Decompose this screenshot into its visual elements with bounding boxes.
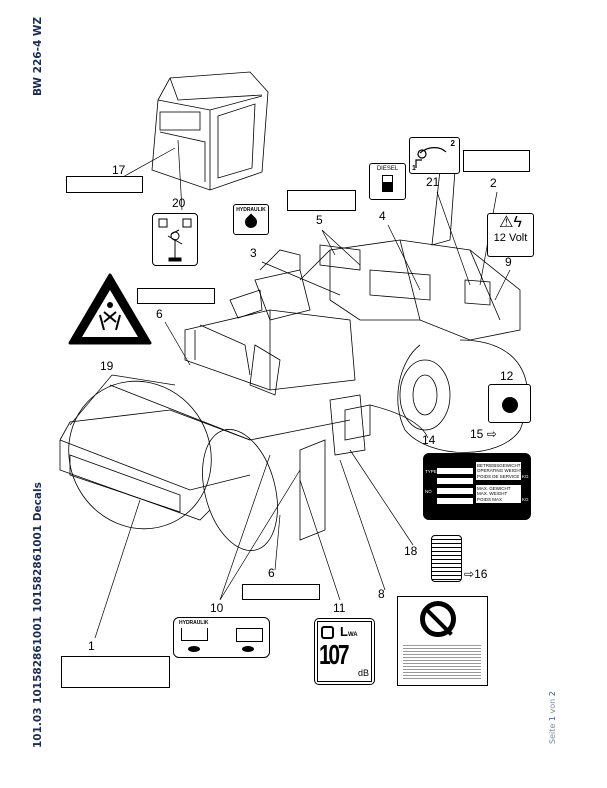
arrow-right-icon: ⇨ (486, 427, 497, 441)
lever-step-1: 1 (412, 165, 416, 172)
max-weight-line: MAX. WEIGHT (477, 491, 508, 496)
decal-hydraulik-tank: HYDRAULIK (173, 617, 270, 658)
callout-16-number: 16 (474, 567, 488, 581)
max-weight-line: MAX. GEWICHT (477, 485, 511, 491)
decal-18 (431, 535, 462, 582)
max-weight-line: POIDS MAX (477, 496, 503, 502)
callout-12: 12 (500, 369, 514, 383)
weight-line: BETRIEBSGEWICHT (477, 462, 521, 468)
weight-line: OPERATING WEIGHT (477, 468, 523, 473)
callout-20: 20 (172, 196, 186, 210)
kg-unit: KG (522, 474, 529, 479)
lever-icon (415, 147, 447, 168)
hydraulik-label: HYDRAULIK (236, 207, 266, 213)
decal-diesel: DIESEL (369, 163, 406, 200)
decal-sound-level: LWA 107 dB (314, 618, 375, 685)
callout-18: 18 (404, 544, 418, 558)
decal-12-volt: ⚠ϟ 12 Volt (487, 213, 534, 257)
tank-full-icon (236, 628, 263, 642)
sound-unit: dB (357, 668, 369, 678)
label-box (137, 288, 215, 304)
arrow-right-icon: ⇨ (464, 567, 475, 581)
label-box (66, 176, 143, 193)
callout-1: 1 (88, 639, 95, 653)
leader-lines (69, 139, 511, 639)
callout-17: 17 (112, 163, 126, 177)
speaker-icon (321, 626, 334, 639)
type-plate: TYPE NO BETRIEBSGEWICHT OPERATING WEIGHT… (423, 453, 531, 520)
sound-symbol: LWA (340, 625, 358, 642)
decal-lever: 2 1 (409, 137, 460, 174)
callout-8: 8 (378, 587, 385, 601)
decal-safety-instructions (397, 596, 488, 686)
callout-6: 6 (156, 307, 163, 321)
no-label: NO (425, 489, 432, 494)
callout-9: 9 (505, 255, 512, 269)
label-box (242, 584, 320, 600)
electric-warning-icon: ⚠ϟ (499, 214, 522, 231)
callout-21: 21 (426, 175, 440, 189)
callout-2: 2 (490, 176, 497, 190)
lever-step-2: 2 (450, 139, 455, 148)
kg-unit: KG (522, 497, 529, 502)
volt-label: 12 Volt (493, 232, 528, 244)
type-label: TYPE (425, 469, 437, 474)
diesel-label: DIESEL (376, 166, 399, 172)
instruction-text-block (403, 643, 481, 679)
callout-15: 15 ⇨ (470, 428, 497, 440)
decal-oil-level (488, 384, 531, 423)
callout-5: 5 (316, 213, 323, 227)
callout-10: 10 (210, 601, 224, 615)
max-weight-box: MAX. GEWICHT MAX. WEIGHT POIDS MAX (476, 485, 521, 503)
joystick-icon (158, 218, 192, 262)
callout-6b: 6 (268, 566, 275, 580)
decal-joystick (152, 213, 198, 266)
decal-hydraulik-oil: HYDRAULIK (233, 204, 269, 235)
label-box (61, 656, 170, 688)
hydraulik-label: HYDRAULIK (179, 620, 209, 626)
callout-16: ⇨16 (464, 568, 487, 580)
tank-empty-icon (181, 628, 208, 641)
cab-drawing (151, 71, 269, 191)
callout-4: 4 (379, 209, 386, 223)
oil-can-icon (501, 397, 518, 413)
weight-line: POIDS DE SERVICE (477, 473, 520, 479)
callout-15-number: 15 (470, 427, 484, 441)
callout-14: 14 (422, 433, 436, 447)
operating-weight-box: BETRIEBSGEWICHT OPERATING WEIGHT POIDS D… (476, 462, 523, 480)
callout-19: 19 (100, 359, 114, 373)
sound-symbol-sub: WA (347, 632, 358, 638)
roller-drawing (59, 169, 528, 551)
callout-3: 3 (250, 246, 257, 260)
callout-11: 11 (333, 601, 346, 615)
label-box (287, 190, 356, 211)
sound-symbol-letter: L (340, 624, 348, 639)
sound-level-value: 107 (319, 639, 350, 670)
label-box (463, 150, 530, 172)
fuel-pump-icon (382, 175, 393, 192)
prohibition-icon (420, 601, 456, 637)
